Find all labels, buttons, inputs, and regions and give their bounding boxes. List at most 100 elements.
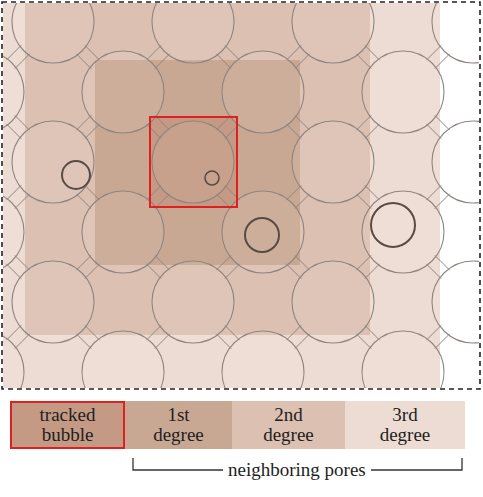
throat-wall: [6, 185, 21, 200]
legend-text: 1st degree: [142, 405, 216, 445]
throat-wall: [426, 124, 441, 139]
pore: [222, 191, 304, 273]
throat-wall: [15, 115, 30, 130]
tracked-region: [150, 117, 237, 207]
pore: [152, 121, 234, 203]
throat-wall: [155, 54, 170, 69]
pore: [362, 51, 444, 133]
legend-swatch: 2nd degree: [232, 401, 345, 449]
pore: [82, 51, 164, 133]
throat-wall: [365, 124, 380, 139]
legend-text: tracked bubble: [31, 405, 105, 445]
throat-wall: [146, 264, 161, 279]
throat-wall: [155, 255, 170, 270]
throat-wall: [146, 325, 161, 340]
pore: [12, 3, 94, 63]
bubbles: [62, 161, 415, 252]
pore: [432, 121, 479, 203]
pore: [292, 121, 374, 203]
throat-wall: [295, 194, 310, 209]
pore: [362, 191, 444, 273]
throat-wall: [216, 255, 231, 270]
throat-wall: [435, 255, 450, 270]
legend-text: 2nd degree: [252, 405, 326, 445]
throat-wall: [76, 54, 91, 69]
pore: [432, 261, 479, 343]
bubble: [62, 161, 90, 189]
third-degree-region: [3, 3, 440, 388]
throat-wall: [426, 325, 441, 340]
throat-wall: [155, 334, 170, 349]
pore: [292, 261, 374, 343]
throat-wall: [365, 45, 380, 60]
bubble: [245, 218, 279, 252]
throat-wall: [356, 115, 371, 130]
throat-wall: [85, 325, 100, 340]
throat-wall: [216, 334, 231, 349]
bubble: [205, 171, 219, 185]
throat-wall: [6, 45, 21, 60]
pore: [12, 261, 94, 343]
legend-swatch: 1st degree: [125, 401, 232, 449]
throat-wall: [225, 264, 240, 279]
throat-wall: [435, 334, 450, 349]
throat-wall: [146, 185, 161, 200]
throat-wall: [6, 325, 21, 340]
pore: [152, 3, 234, 63]
bracket-label: neighboring pores: [223, 459, 371, 481]
pore: [3, 191, 24, 273]
throat-wall: [426, 45, 441, 60]
throat-wall: [356, 334, 371, 349]
legend-swatch: tracked bubble: [10, 401, 125, 449]
pore-grid: [3, 3, 479, 388]
throat-wall: [286, 325, 301, 340]
throat-wall: [295, 54, 310, 69]
pore: [12, 121, 94, 203]
pore-network-image: [0, 0, 483, 392]
throat-wall: [435, 194, 450, 209]
pore: [222, 331, 304, 388]
throat-wall: [6, 124, 21, 139]
pore: [3, 331, 24, 388]
throat-wall: [356, 54, 371, 69]
throat-wall: [286, 185, 301, 200]
throat-wall: [76, 194, 91, 209]
pore: [222, 51, 304, 133]
throat-wall: [76, 255, 91, 270]
pore: [152, 261, 234, 343]
throat-wall: [15, 54, 30, 69]
pore: [292, 3, 374, 63]
throat-wall: [15, 255, 30, 270]
throat-wall: [295, 334, 310, 349]
throat-wall: [6, 264, 21, 279]
throat-wall: [295, 115, 310, 130]
throat-wall: [225, 325, 240, 340]
pore: [432, 3, 479, 63]
throat-wall: [365, 325, 380, 340]
throat-wall: [356, 194, 371, 209]
throat-wall: [426, 185, 441, 200]
pore: [82, 191, 164, 273]
bubble: [371, 203, 415, 247]
throat-wall: [435, 54, 450, 69]
throat-wall: [15, 194, 30, 209]
legend-swatch: 3rd degree: [345, 401, 465, 449]
throat-wall: [76, 115, 91, 130]
throat-wall: [295, 255, 310, 270]
throat-wall: [85, 45, 100, 60]
throat-wall: [15, 334, 30, 349]
throat-wall: [85, 124, 100, 139]
throat-wall: [85, 185, 100, 200]
frame: [2, 2, 480, 389]
pore: [82, 331, 164, 388]
pore: [3, 51, 24, 133]
throat-wall: [85, 264, 100, 279]
throat-wall: [435, 115, 450, 130]
throat-wall: [225, 45, 240, 60]
throat-wall: [286, 264, 301, 279]
throat-wall: [356, 255, 371, 270]
tracked-box: [150, 117, 237, 207]
pore: [362, 331, 444, 388]
throat-wall: [146, 124, 161, 139]
throat-wall: [426, 264, 441, 279]
